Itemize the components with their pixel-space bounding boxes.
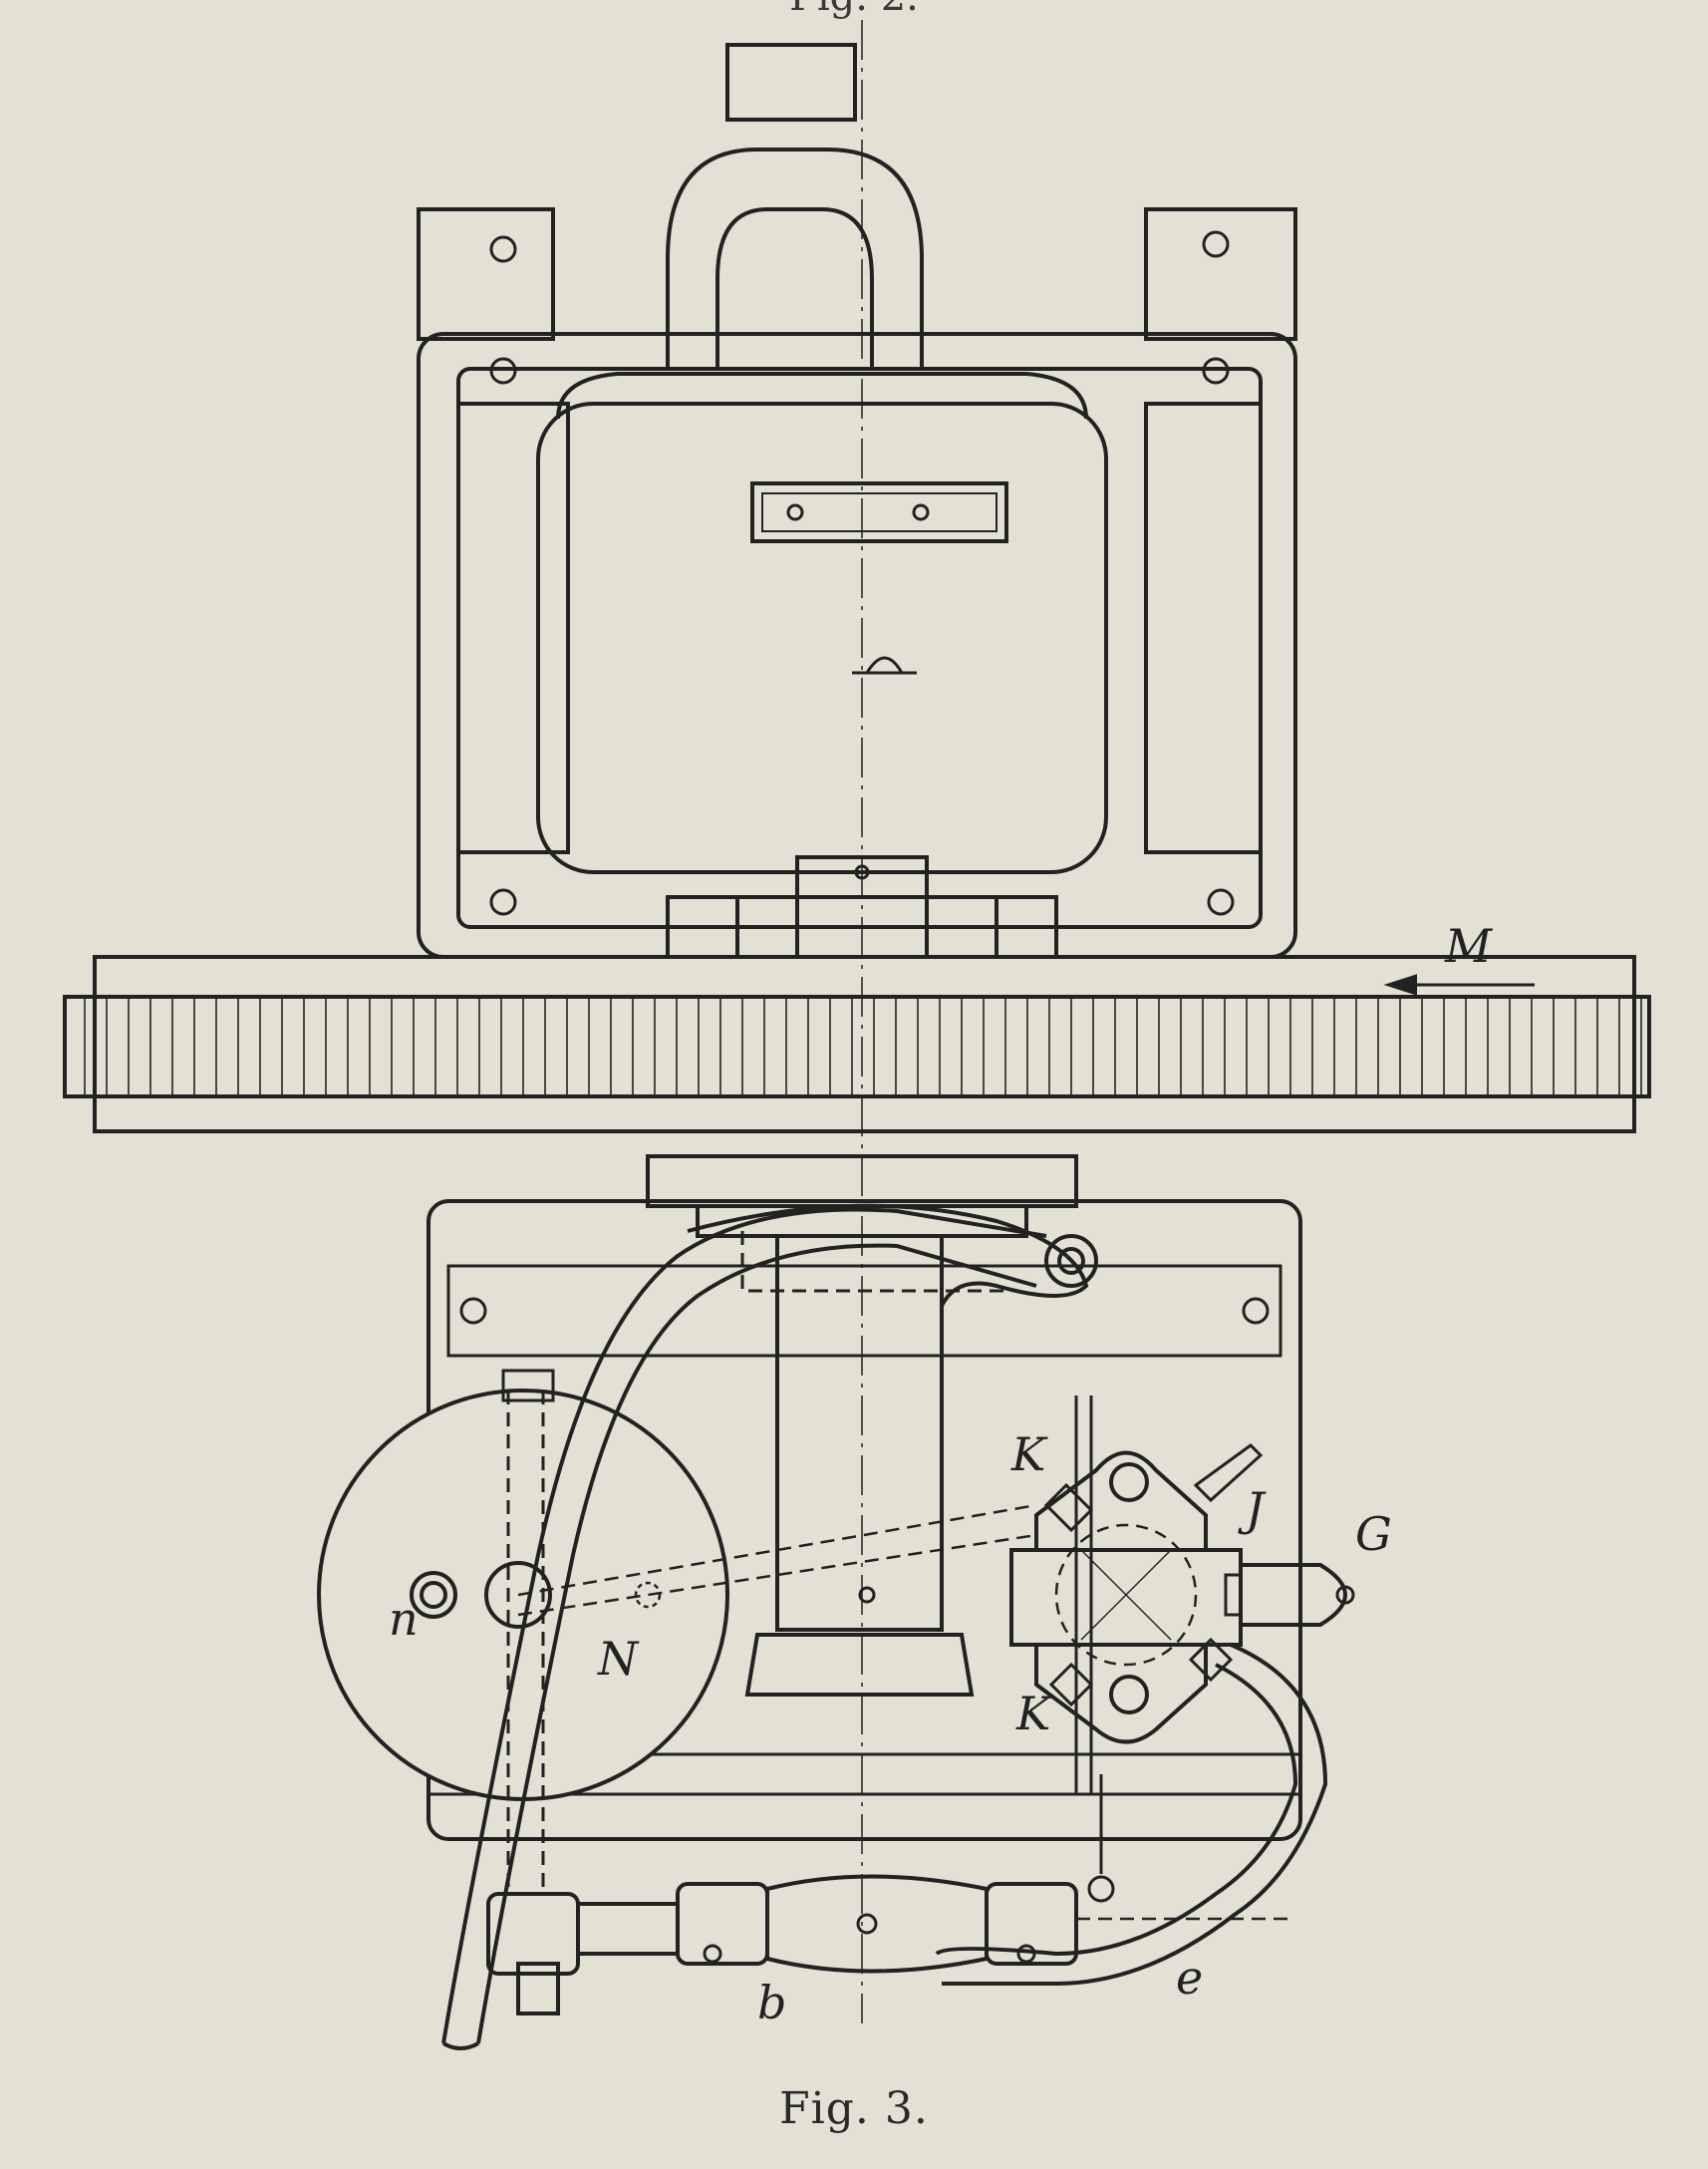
column: [687, 1203, 1098, 1697]
hand-lever: [441, 1207, 1047, 2044]
motor-body: [536, 372, 1108, 959]
label-e: e: [1176, 1951, 1203, 2005]
label-n: n: [389, 1592, 419, 1646]
label-G: G: [1355, 1507, 1392, 1561]
lifting-eye: [666, 43, 924, 369]
gear-wheel: [63, 955, 1651, 1133]
label-J: J: [1238, 1482, 1267, 1536]
label-K-upper: K: [1010, 1427, 1048, 1481]
label-M: M: [1444, 919, 1494, 973]
coupling: [486, 1774, 1295, 2015]
label-K-lower: K: [1015, 1687, 1053, 1740]
pipe-e: [935, 1643, 1328, 1987]
previous-figure-caption-cut: Fig. 2.: [0, 0, 1708, 20]
pump: [1009, 1395, 1355, 1794]
figure-caption: Fig. 3.: [779, 2083, 929, 2134]
label-N: N: [597, 1632, 640, 1686]
motor-frame: [417, 207, 1297, 959]
label-b: b: [757, 1976, 786, 2029]
wheel-N: [317, 1369, 1037, 1894]
